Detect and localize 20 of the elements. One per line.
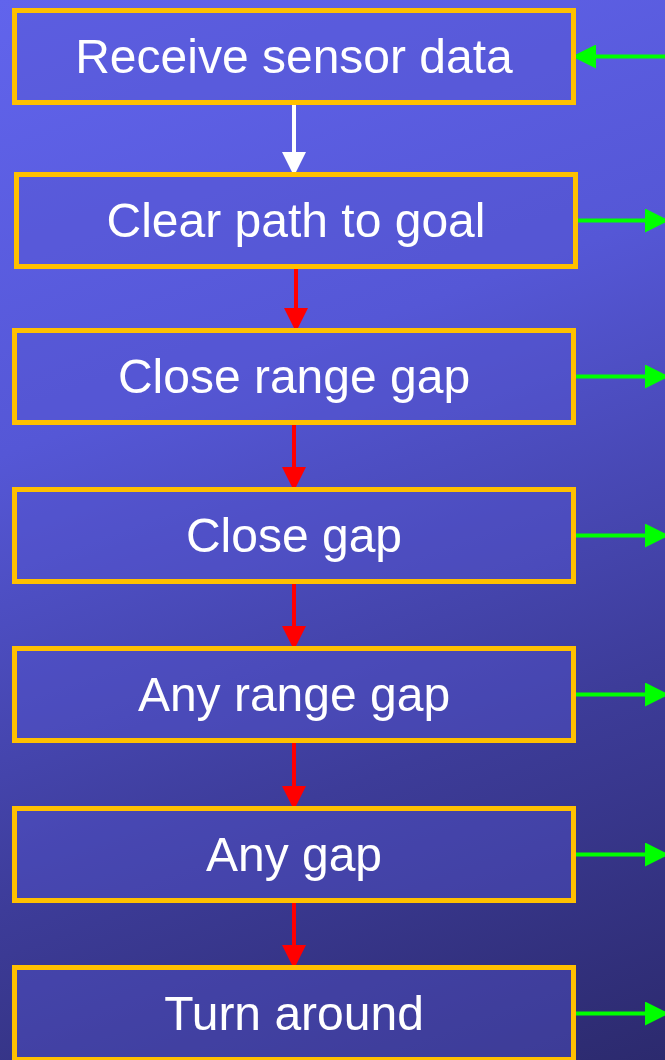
box-label: Receive sensor data — [75, 28, 513, 85]
process-box — [12, 328, 576, 425]
box-label: Close gap — [185, 507, 403, 564]
process-box — [12, 806, 576, 903]
box-label: Clear path to goal — [106, 192, 486, 249]
arrow — [576, 1001, 665, 1026]
arrow — [576, 842, 665, 867]
box-label: Turn around — [164, 985, 424, 1042]
arrow — [576, 364, 665, 389]
process-box — [12, 965, 576, 1060]
process-box — [12, 487, 576, 584]
box-label: Any gap — [205, 826, 383, 883]
arrow — [576, 523, 665, 548]
process-box — [12, 646, 576, 743]
arrow — [576, 682, 665, 707]
box-label: Close range gap — [117, 348, 471, 405]
process-box — [12, 8, 576, 105]
box-label: Any range gap — [137, 666, 451, 723]
process-box — [14, 172, 578, 269]
arrow — [578, 208, 665, 233]
